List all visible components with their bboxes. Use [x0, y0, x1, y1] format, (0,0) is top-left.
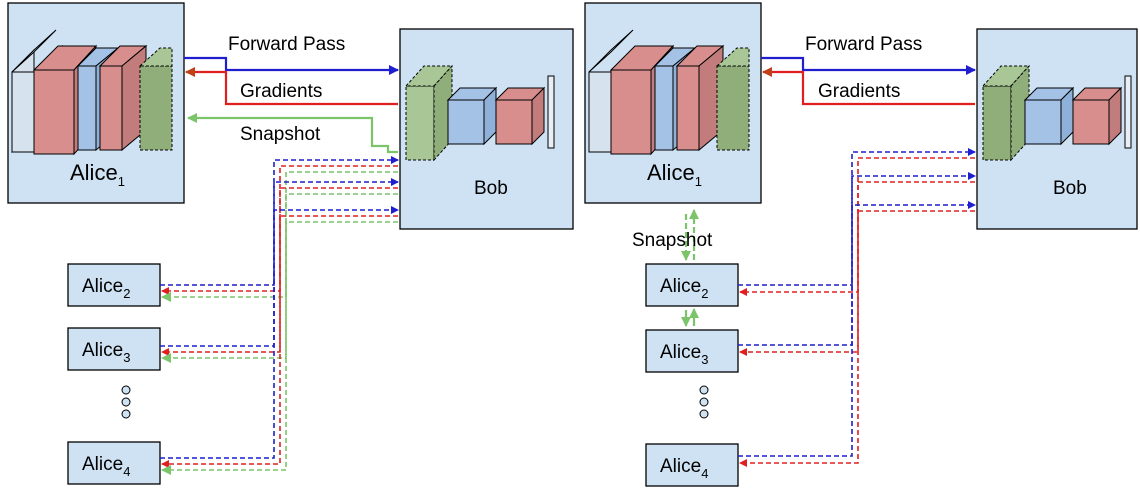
left-diagram: Alice1 Bob Forward Pass G	[7, 2, 574, 485]
right-diagram: Alice1 Bob Forward Pass G	[584, 2, 1138, 487]
bob-layers-right	[981, 64, 1132, 162]
ellipsis-dots-right	[699, 385, 709, 419]
alice1-node: Alice1	[7, 2, 185, 204]
gradients-arrow	[185, 67, 398, 106]
alice3-node-right: Alice3	[645, 329, 739, 373]
main-arrows: Forward Pass Gradients Snapshot	[184, 34, 399, 154]
alice2-label-right: Alice2	[660, 276, 708, 301]
bob-label-right: Bob	[1053, 178, 1087, 199]
main-arrows-right: Forward Pass Gradients	[761, 34, 976, 106]
alice3-label: Alice3	[82, 340, 130, 365]
bob-node: Bob	[399, 28, 574, 230]
bob-node-right: Bob	[976, 28, 1138, 230]
alice2-label: Alice2	[82, 276, 130, 301]
alice2-node-right: Alice2	[645, 263, 739, 307]
alice1-layers-right	[588, 29, 750, 156]
alice1-label: Alice1	[70, 160, 125, 189]
snapshot-label-right: Snapshot	[632, 230, 713, 251]
snapshot-arrow	[187, 113, 398, 154]
snapshot-label: Snapshot	[240, 124, 321, 145]
alice1-node-right: Alice1	[584, 2, 762, 204]
forward-label-right: Forward Pass	[805, 34, 922, 55]
bob-label: Bob	[474, 178, 508, 199]
dashed-connections-right	[738, 148, 976, 467]
alice3-label-right: Alice3	[660, 342, 708, 367]
alice4-label: Alice4	[82, 454, 130, 479]
dashed-connections	[160, 156, 399, 475]
alice2-node: Alice2	[67, 263, 161, 307]
bob-layers	[404, 64, 555, 162]
alice4-label-right: Alice4	[660, 456, 708, 481]
gradients-label-right: Gradients	[818, 81, 900, 102]
ellipsis-dots	[121, 385, 131, 419]
alice3-node: Alice3	[67, 327, 161, 371]
forward-arrow	[184, 56, 399, 75]
alice4-node: Alice4	[67, 441, 161, 485]
gradients-label: Gradients	[240, 81, 322, 102]
alice2-alice3-link	[681, 308, 699, 327]
alice4-node-right: Alice4	[645, 443, 739, 487]
snapshot-link-right: Snapshot	[632, 209, 713, 261]
forward-label: Forward Pass	[228, 34, 345, 55]
alice1-layers	[11, 29, 173, 156]
alice1-label-right: Alice1	[647, 160, 702, 189]
